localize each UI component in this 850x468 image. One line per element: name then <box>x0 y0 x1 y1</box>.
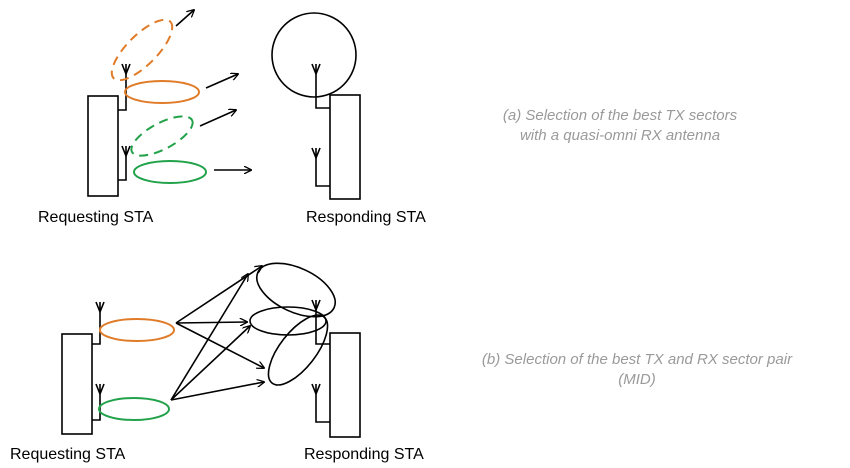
caption-a-line2: with a quasi-omni RX antenna <box>520 127 720 144</box>
tx-sector-beam <box>124 80 200 104</box>
sector-sweep-arrow <box>199 110 236 127</box>
quasi-omni-rx-pattern <box>271 12 357 98</box>
part-a: Requesting STA Responding STA (a) Select… <box>38 10 738 226</box>
sector-sweep-arrow <box>175 266 262 324</box>
antenna-icon <box>311 147 321 161</box>
sector-sweep-arrow <box>205 74 238 89</box>
sector-sweep-arrow <box>170 326 250 401</box>
antenna-feed <box>118 74 127 111</box>
responding-sta-b: Responding STA <box>249 262 424 463</box>
requesting-sta-a: Requesting STA <box>38 10 251 226</box>
antenna-feed <box>315 310 330 345</box>
sector-sweep-arrow <box>175 10 194 27</box>
responding-sta-label: Responding STA <box>304 446 424 463</box>
tx-sector-beam <box>133 160 207 184</box>
antenna-feed <box>92 394 101 421</box>
antenna-feed <box>315 158 330 187</box>
caption-b-line1: (b) Selection of the best TX and RX sect… <box>482 351 793 368</box>
sector-sweep-arrow <box>175 322 247 323</box>
responding-sta-label: Responding STA <box>306 209 426 226</box>
responding-sta-body <box>329 94 361 200</box>
responding-sta-body <box>329 332 361 438</box>
antenna-icon <box>311 299 321 313</box>
antenna-feed <box>315 394 330 423</box>
requesting-sta-label: Requesting STA <box>38 209 154 226</box>
rx-sector-beam <box>267 314 329 386</box>
sector-sweep-arrow <box>175 322 264 368</box>
requesting-sta-body <box>87 95 119 197</box>
rx-sector-beam <box>256 262 336 318</box>
tx-sector-beam <box>99 318 175 342</box>
antenna-icon <box>121 145 131 159</box>
responding-sta-a: Responding STA <box>271 12 426 226</box>
antenna-icon <box>95 301 105 315</box>
sector-sweep-arrow <box>170 382 264 401</box>
requesting-sta-label: Requesting STA <box>10 446 126 463</box>
caption-a-line1: (a) Selection of the best TX sectors <box>503 107 738 124</box>
part-b: Requesting STA Responding STA (b) Select… <box>10 262 793 463</box>
requesting-sta-b: Requesting STA <box>10 266 264 463</box>
requesting-sta-body <box>61 333 93 435</box>
antenna-feed <box>92 312 101 345</box>
sector-sweep-arrow <box>170 274 248 401</box>
antenna-feed <box>315 74 330 109</box>
antenna-icon <box>311 383 321 397</box>
antenna-icon <box>121 63 131 77</box>
caption-b-line2: (MID) <box>618 371 656 388</box>
tx-sector-beam-dashed <box>110 18 174 82</box>
antenna-icon <box>95 383 105 397</box>
antenna-feed <box>118 156 127 181</box>
tx-sector-beam <box>98 397 170 421</box>
tx-sector-beam-dashed <box>130 115 194 157</box>
antenna-icon <box>311 63 321 77</box>
